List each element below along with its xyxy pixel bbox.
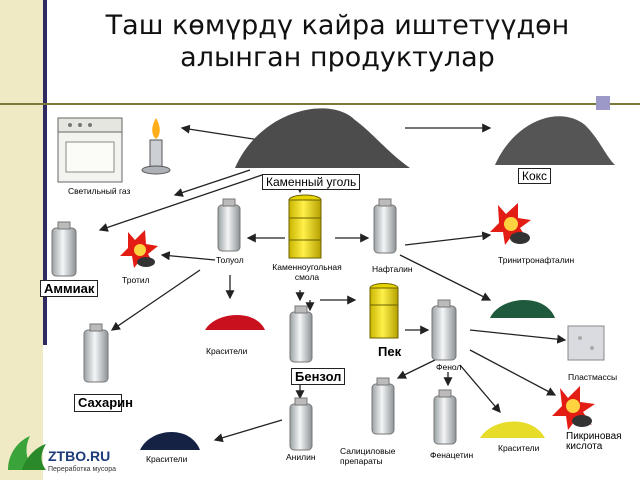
dyes-green-pile [490, 299, 555, 318]
arrow-aniline-dyes [213, 419, 283, 443]
label-phenacetin: Фенацетин [430, 450, 474, 460]
coke-heap [495, 116, 615, 165]
bottle-naphthalene [373, 198, 397, 254]
slide-title: Таш көмүрдү кайра иштетүүдөн алынган про… [105, 10, 570, 73]
label-ammonia: Аммиак [40, 280, 99, 297]
label-gas: Светильный газ [68, 186, 131, 196]
label-dyes-blue: Красители [146, 454, 188, 464]
logo-subtext: Переработка мусора [48, 466, 117, 473]
bottle-ammonia [51, 221, 77, 277]
bottle-phenacetin [433, 389, 457, 445]
left-decor-bar [0, 0, 43, 480]
bottle-saccharin [83, 323, 109, 383]
label-benzene: Бензол [291, 368, 346, 385]
bottle-phenol [431, 299, 457, 361]
title-divider [0, 103, 640, 105]
bottle-salicylic [371, 377, 395, 435]
arrow-phenol-dyes [459, 364, 501, 413]
arrow-toluene-trotyl [160, 251, 216, 261]
arrow-coal-ammonia [98, 174, 263, 232]
label-phenol: Фенол [436, 362, 462, 372]
arrow-phenol-salicylic [396, 359, 436, 379]
label-plastics: Пластмассы [568, 372, 618, 382]
arrow-phenol-picric [469, 349, 557, 396]
label-pitch: Пек [378, 344, 402, 359]
arrow-coal-gas2 [173, 169, 251, 197]
ztbo-logo-icon [8, 436, 46, 470]
label-saccharin: Сахарин [74, 394, 133, 412]
pitch-barrel-icon [369, 283, 399, 339]
label-naphthalene: Нафталин [372, 264, 413, 274]
explosion-picric-icon [552, 386, 595, 430]
bottle-benzene [289, 305, 313, 363]
label-salicylic: Салициловые препараты [340, 446, 396, 466]
arrow-toluene-saccharin [110, 269, 201, 331]
coal-heap [235, 108, 410, 168]
logo-text: ZTBO.RU [48, 448, 111, 464]
arrow-naph-tnn [404, 231, 492, 246]
gas-stove-icon [57, 117, 123, 183]
label-trinitronaphthalene: Тринитронафталин [498, 255, 575, 265]
label-coke: Кокс [518, 168, 552, 184]
tar-barrel-icon [288, 194, 322, 259]
burner-icon [141, 118, 171, 175]
dyes-blue-pile [140, 431, 200, 450]
bottle-aniline [289, 397, 313, 451]
label-dyes-red: Красители [206, 346, 248, 356]
explosion-tnn-icon [490, 203, 531, 245]
arrow-naph-dyes [399, 254, 492, 301]
label-toluene: Толуол [216, 255, 244, 265]
plastics-icon [567, 325, 605, 361]
arrow-phenol-plastics [469, 329, 567, 344]
label-trotyl: Тротил [122, 275, 150, 285]
arrow-coal-gas [180, 124, 261, 141]
label-coal: Каменный уголь [262, 174, 361, 190]
label-dyes-yellow: Красители [498, 443, 540, 453]
dyes-red-pile [205, 314, 265, 330]
label-tar: Каменноугольная смола [272, 262, 342, 282]
label-aniline: Анилин [286, 452, 316, 462]
explosion-trotyl-icon [120, 230, 158, 268]
left-decor-stripe [43, 0, 47, 345]
title-divider-corner [596, 96, 610, 110]
dyes-yellow-pile [480, 421, 545, 438]
bottle-toluene [217, 198, 241, 252]
label-picric-acid: Пикриновая кислота [566, 431, 622, 452]
